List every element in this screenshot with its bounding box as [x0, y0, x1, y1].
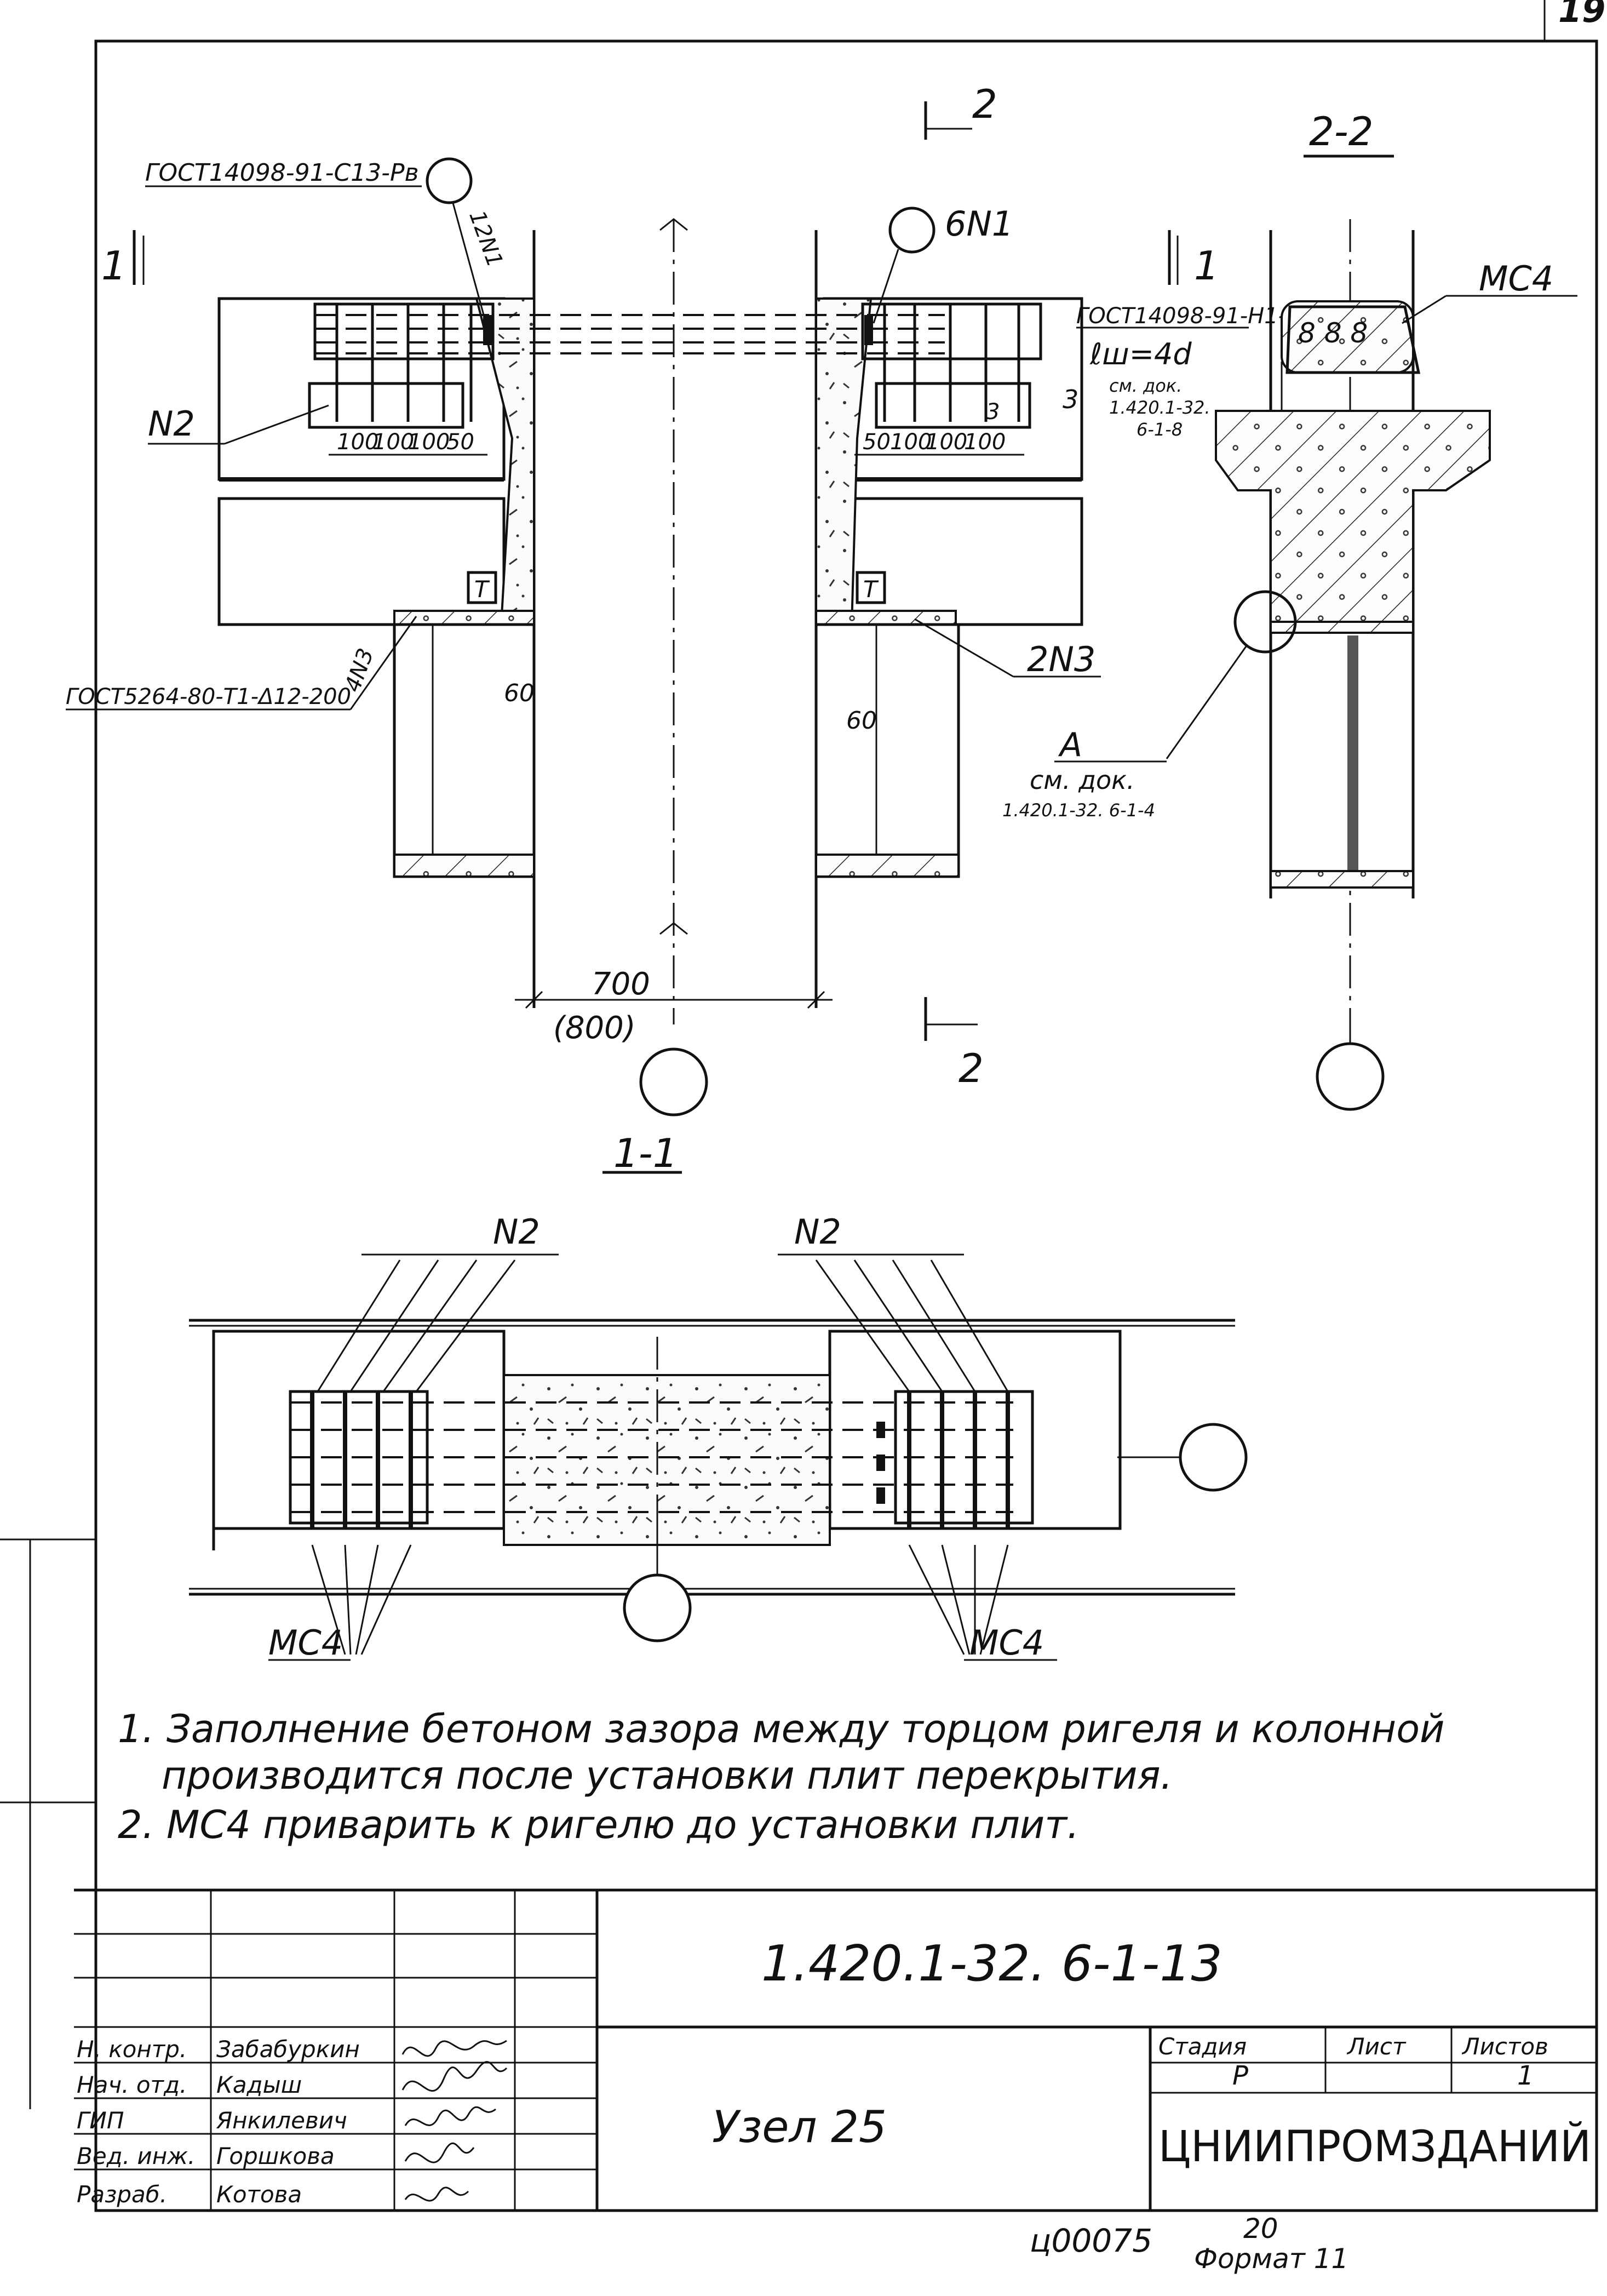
node-title: Узел 25: [712, 2102, 887, 2152]
callout-mc4-plan-left: МС4: [268, 1623, 343, 1663]
dim-left-3: 100: [408, 430, 450, 455]
callout-num-3: 3: [1063, 385, 1078, 414]
node-a-ref: см. док.: [1030, 765, 1135, 795]
view-section-2-2: 2-2 8 8 8 МС4 А см. док. 1.420.1-32. 6-1…: [1002, 108, 1577, 1111]
callout-num-3b: 3: [986, 399, 1000, 425]
name-3: Янкилевич: [216, 2107, 347, 2134]
node-a-code: 1.420.1-32. 6-1-4: [1002, 800, 1155, 821]
role-1: Н. контр.: [77, 2036, 187, 2063]
callout-n2-plan-left: N2: [493, 1212, 540, 1252]
callout-ref1-code: 1.420.1-32.: [1109, 397, 1210, 418]
name-4: Горшкова: [216, 2143, 335, 2169]
node-a: А: [1058, 726, 1082, 764]
callout-gost-5264: ГОСТ5264-80-Т1-Δ12-200: [66, 684, 351, 709]
organization: ЦНИИПРОМЗДАНИЙ: [1158, 2121, 1591, 2172]
callout-2n3: 2N3: [1027, 639, 1095, 679]
format-label: Формат 11: [1194, 2243, 1348, 2275]
role-5: Разраб.: [77, 2181, 167, 2208]
section-1-1-title: 1-1: [613, 1130, 678, 1176]
dim-left-2: 100: [372, 430, 414, 455]
callout-ref1-code2: 6-1-8: [1137, 419, 1183, 440]
dim-right-4: 100: [964, 430, 1006, 455]
mark-t-right: Т: [863, 576, 879, 603]
sheet-header: Лист: [1346, 2033, 1407, 2060]
callout-mc4-plan-right: МС4: [969, 1623, 1044, 1663]
name-5: Котова: [216, 2181, 302, 2208]
dim-left-1: 100: [337, 430, 378, 455]
view-section-1-1: 1-1: [189, 1130, 1248, 1663]
page-number: 19: [1558, 0, 1605, 30]
callout-gost-right: ГОСТ14098-91-Н1-Рш: [1076, 304, 1319, 329]
view-elevation: 100 100 100 50 50 100 100 100 Т Т 60 60 …: [66, 81, 1319, 1116]
callout-ref1: см. док.: [1109, 375, 1182, 396]
callout-6n1: 6N1: [945, 204, 1013, 244]
callout-4n3: 4N3: [340, 645, 379, 696]
mark-t-left: Т: [474, 576, 490, 603]
copy-number: 20: [1243, 2213, 1278, 2245]
callout-12n1: 12N1: [464, 207, 508, 271]
sheets-value: 1: [1517, 2060, 1534, 2091]
rebar-cage: 8 8 8: [1298, 317, 1368, 349]
stage-value: Р: [1232, 2060, 1248, 2091]
dim-column-width: 700: [592, 966, 650, 1002]
dim-right-2: 100: [890, 430, 932, 455]
role-2: Нач. отд.: [77, 2071, 187, 2098]
sheets-header: Листов: [1461, 2033, 1548, 2060]
section-mark-bottom: 2: [959, 1045, 984, 1091]
role-4: Вед. инж.: [77, 2143, 195, 2169]
note-line-3: 2. МС4 приварить к ригелю до установки п…: [118, 1802, 1079, 1847]
dim-right-3: 100: [926, 430, 967, 455]
archive-number: ц00075: [1030, 2222, 1152, 2259]
note-line-2: производится после установки плит перекр…: [162, 1753, 1173, 1798]
section-2-2-title: 2-2: [1309, 108, 1374, 154]
section-mark-right: 1: [1194, 243, 1219, 289]
signatures: [401, 2040, 508, 2202]
callout-mc4-section: МС4: [1479, 259, 1553, 299]
callout-n2-elev: N2: [148, 404, 195, 444]
dim-column-width-alt: (800): [553, 1010, 636, 1046]
gap-right: 60: [846, 707, 877, 735]
dim-right-1: 50: [863, 430, 891, 455]
name-2: Кадыш: [216, 2071, 302, 2098]
callout-gost-left: ГОСТ14098-91-С13-Рв: [145, 159, 419, 187]
gap-left: 60: [504, 679, 535, 707]
sheet-frame: [0, 0, 1598, 2212]
callout-n2-plan-right: N2: [794, 1212, 841, 1252]
name-1: Забабуркин: [216, 2036, 360, 2063]
role-3: ГИП: [77, 2107, 124, 2134]
note-line-1: 1. Заполнение бетоном зазора между торцо…: [118, 1707, 1445, 1751]
dim-left-4: 50: [446, 430, 474, 455]
callout-lw: ℓш=4d: [1089, 337, 1192, 371]
general-notes: 1. Заполнение бетоном зазора между торцо…: [118, 1707, 1445, 1847]
stage-header: Стадия: [1158, 2033, 1247, 2060]
title-block: 1.420.1-32. 6-1-13 Узел 25 Стадия Лист Л…: [74, 1888, 1597, 2211]
section-mark-left: 1: [101, 243, 127, 289]
doc-code: 1.420.1-32. 6-1-13: [761, 1935, 1223, 1992]
section-mark-top: 2: [972, 81, 997, 127]
